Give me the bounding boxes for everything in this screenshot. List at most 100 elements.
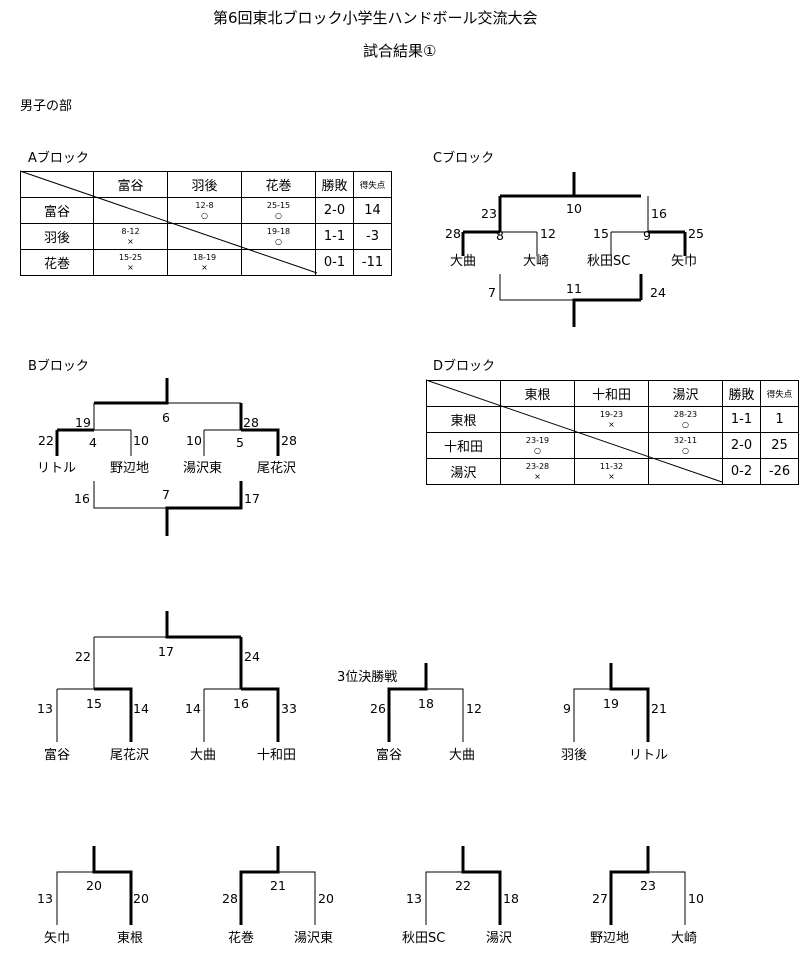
score: 28: [445, 226, 461, 241]
score: 16: [233, 696, 249, 711]
score: 7: [488, 285, 496, 300]
block-b-bracket: [55, 378, 280, 536]
col-header: 湯沢: [648, 380, 723, 407]
score: 16: [651, 206, 667, 221]
team-name: 羽後: [561, 748, 588, 763]
block-c-label: Cブロック: [433, 151, 495, 166]
score: 17: [244, 491, 260, 506]
team-name: 尾花沢: [257, 461, 297, 476]
score: 22: [455, 878, 471, 893]
team-name: 花巻: [228, 931, 255, 946]
placement-bracket-3: [239, 846, 316, 925]
score: 6: [162, 410, 170, 425]
score: 12: [466, 701, 482, 716]
team-name: 大曲: [449, 748, 476, 763]
score: 19: [603, 696, 619, 711]
score: 5: [236, 435, 244, 450]
score: 20: [318, 891, 334, 906]
score: 33: [281, 701, 297, 716]
score: 10: [133, 433, 149, 448]
score: 20: [133, 891, 149, 906]
score: 7: [162, 487, 170, 502]
score: 26: [370, 701, 386, 716]
team-name: 富谷: [376, 748, 403, 763]
score: 4: [89, 435, 97, 450]
score: 18: [503, 891, 519, 906]
team-name: 大曲: [190, 748, 217, 763]
score: 20: [86, 878, 102, 893]
goal-diff: -11: [353, 249, 392, 276]
row-team: 羽後: [20, 223, 94, 250]
row-team: 花巻: [20, 249, 94, 276]
score: 18: [418, 696, 434, 711]
block-c-bracket: [461, 172, 687, 327]
score: 27: [592, 891, 608, 906]
row-team: 東根: [426, 406, 501, 433]
team-name: 東根: [117, 931, 144, 946]
score: 17: [158, 644, 174, 659]
goal-diff: 25: [760, 432, 799, 459]
col-header: 得失点: [353, 171, 392, 198]
placement-bracket-4: [425, 846, 502, 925]
team-name: 大崎: [523, 254, 550, 269]
score: 23: [481, 206, 497, 221]
result-cell: 15-25×: [93, 249, 168, 276]
placement-bracket-2: [56, 846, 133, 925]
final-bracket: [56, 611, 280, 742]
score: 10: [566, 201, 582, 216]
diagonal-cell: [241, 249, 316, 276]
result-cell: 8-12×: [93, 223, 168, 250]
score: 21: [651, 701, 667, 716]
score: 25: [688, 226, 704, 241]
score: 15: [86, 696, 102, 711]
win-loss: 2-0: [315, 197, 354, 224]
score: 12: [540, 226, 556, 241]
team-name: 十和田: [257, 748, 297, 763]
placement-bracket-1: [573, 663, 650, 742]
score: 28: [243, 415, 259, 430]
col-header: 勝敗: [722, 380, 761, 407]
score: 28: [222, 891, 238, 906]
team-name: 秋田SC: [587, 254, 631, 269]
result-cell: 23-28×: [500, 458, 575, 485]
team-name: 大崎: [671, 931, 698, 946]
goal-diff: -3: [353, 223, 392, 250]
team-name: 秋田SC: [402, 931, 446, 946]
score: 8: [496, 228, 504, 243]
score: 22: [38, 433, 54, 448]
score: 16: [74, 491, 90, 506]
score: 9: [643, 228, 651, 243]
team-name: 湯沢: [486, 931, 513, 946]
team-name: リトル: [629, 748, 669, 763]
team-name: 尾花沢: [110, 748, 150, 763]
team-name: リトル: [37, 461, 77, 476]
row-team: 十和田: [426, 432, 501, 459]
team-name: 野辺地: [590, 931, 630, 946]
win-loss: 1-1: [315, 223, 354, 250]
block-a-table: 富谷 羽後 花巻 勝敗 得失点 富谷 12-8○ 25-15○ 2-0 14 羽…: [20, 171, 392, 276]
block-d-table: 東根 十和田 湯沢 勝敗 得失点 東根 19-23× 28-23○ 1-1 1 …: [426, 380, 799, 485]
score: 22: [75, 649, 91, 664]
score: 23: [640, 878, 656, 893]
goal-diff: 1: [760, 406, 799, 433]
col-header: 得失点: [760, 380, 799, 407]
score: 9: [563, 701, 571, 716]
result-cell: 12-8○: [167, 197, 242, 224]
placement-bracket-5: [609, 846, 686, 925]
page-title: 第6回東北ブロック小学生ハンドボール交流大会: [213, 9, 538, 27]
score: 10: [688, 891, 704, 906]
result-cell: 25-15○: [241, 197, 316, 224]
page-subtitle: 試合結果①: [363, 42, 437, 60]
block-b-label: Bブロック: [28, 359, 89, 374]
team-name: 大曲: [450, 254, 477, 269]
win-loss: 0-1: [315, 249, 354, 276]
score: 24: [650, 285, 666, 300]
score: 10: [186, 433, 202, 448]
team-name: 湯沢東: [183, 461, 223, 476]
goal-diff: 14: [353, 197, 392, 224]
team-name: 矢巾: [671, 254, 698, 269]
team-name: 矢巾: [44, 931, 71, 946]
third-place-bracket: [387, 663, 464, 742]
score: 24: [244, 649, 260, 664]
